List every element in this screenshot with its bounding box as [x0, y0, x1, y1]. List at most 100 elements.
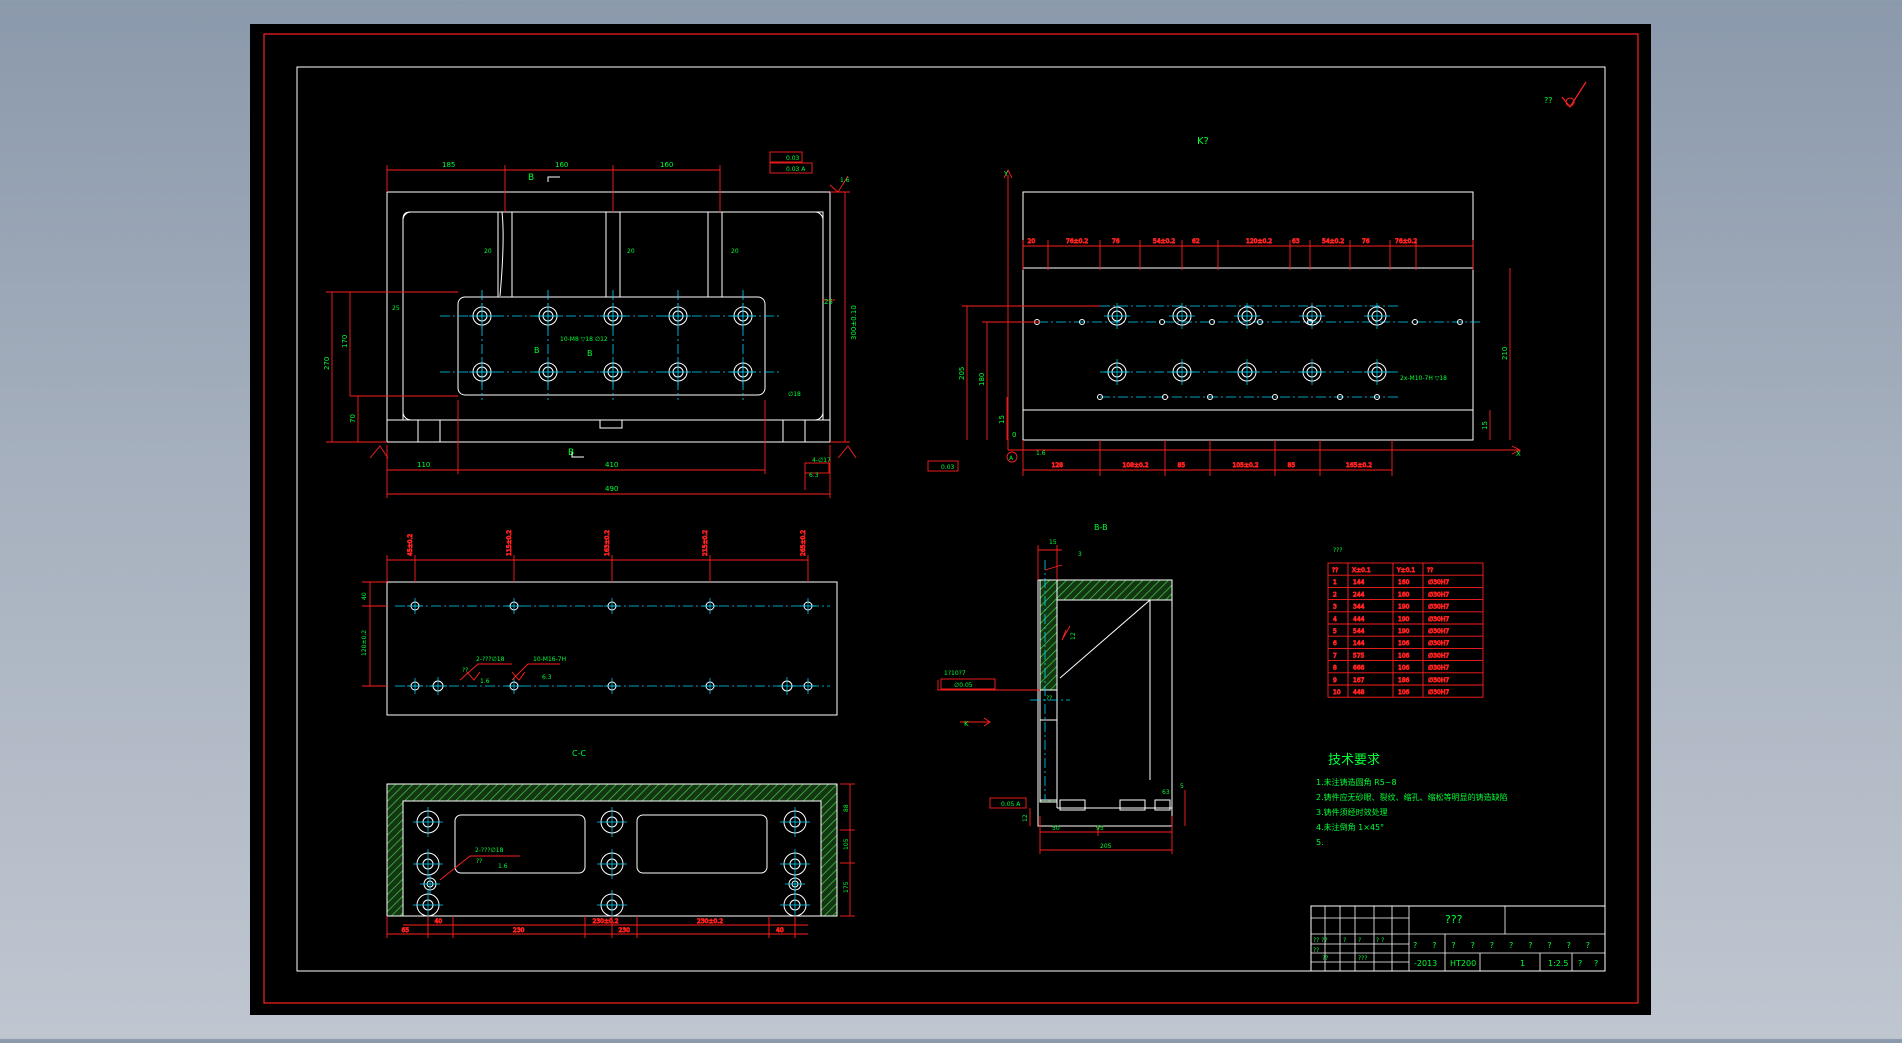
hole-view-note-1: 2-???∅18 [476, 656, 505, 663]
title-row-cell-3: ? [1451, 941, 1455, 950]
front-dim-small-1: 20 [484, 248, 492, 255]
tech-note-1: 1.未注铸造圆角 R5~8 [1316, 777, 1397, 787]
front-dim-top-3: 160 [660, 161, 673, 169]
k-view-label: K? [1197, 136, 1209, 147]
k-dim-left-1: 205 [958, 367, 966, 380]
k-small-hole-8 [1457, 319, 1463, 325]
title-left-7: ??? [1358, 955, 1368, 962]
front-misc-2: ∅18 [788, 391, 801, 398]
cc-hole-small-1 [420, 874, 440, 894]
k-dim-bottom-3: 85 [1178, 462, 1186, 469]
section-b-b-label: B-B [1094, 523, 1108, 532]
k-small-hole-2 [1079, 319, 1085, 325]
k-bottom-hole-1 [1097, 394, 1103, 400]
title-qty: 1 [1520, 959, 1525, 968]
title-row-cell-8: ? [1547, 941, 1551, 950]
hole-table-cell-4-3: 190 [1398, 616, 1410, 623]
k-small-hole-6 [1307, 319, 1313, 325]
cc-dim-right-1: 88 [843, 804, 850, 812]
k-dim-top-5: 62 [1192, 238, 1200, 245]
bb-value-1: 12 [1070, 632, 1077, 640]
roughness-corner-text: ?? [1544, 96, 1553, 105]
cc-value-2: 1.6 [498, 863, 508, 870]
title-block[interactable]: ??? ?????????? ?? ?? ? ? ?? ? ? ?? ??? -… [1310, 905, 1606, 972]
front-tol-2: 0.03 A [786, 166, 806, 173]
hole-table-cell-3-3: 190 [1398, 604, 1410, 611]
bb-dim-bottom-3: 205 [1100, 843, 1112, 850]
front-dim-bottom-1: 110 [417, 461, 430, 469]
k-dim-top-6: 120±0.2 [1246, 238, 1272, 245]
hv-hole-bottom-2 [506, 678, 522, 694]
front-hole-group [469, 303, 756, 385]
cc-hole-1 [413, 807, 443, 837]
title-material: HT200 [1450, 959, 1476, 968]
hole-table-cell-3-1: 3 [1333, 604, 1337, 611]
front-hole-upper-3 [600, 303, 626, 329]
k-dim-bottom-1: 128 [1052, 462, 1064, 469]
hole-table-cell-8-2: 666 [1353, 665, 1365, 672]
k-hole-upper-1 [1104, 303, 1130, 329]
hole-table-cell-8-1: 8 [1333, 665, 1337, 672]
bb-dim-right-1: 63 [1162, 789, 1170, 796]
k-dim-top-10: 76±0.2 [1395, 238, 1417, 245]
hole-table-cell-2-3: 160 [1398, 591, 1410, 598]
hv-hole-top-2 [506, 598, 522, 614]
title-row-cell-2: ? [1432, 941, 1436, 950]
k-dim-right-2: 15 [1481, 421, 1489, 430]
k-dim-left-2: 180 [978, 373, 986, 386]
front-tol-1: 0.03 [786, 155, 800, 162]
hole-view-dim-top-2: 115±0.2 [506, 530, 513, 556]
hole-table-cell-2-1: 2 [1333, 591, 1337, 598]
title-left-2: ? [1343, 937, 1346, 944]
bb-dim-right-2: 5 [1180, 783, 1184, 790]
k-hole-note: 2x-M10-7H ▽18 [1400, 375, 1447, 382]
title-block-name: ??? [1445, 913, 1463, 926]
k-hole-group [1034, 303, 1463, 400]
hole-table-header-4: ?? [1427, 567, 1433, 574]
cc-dim-bottom-4: 230±0.2 [593, 918, 619, 925]
title-row-cell-9: ? [1567, 941, 1571, 950]
hole-view-value-2: 1.6 [480, 678, 490, 685]
cc-value-1: ?? [476, 858, 482, 865]
cc-hole-4 [597, 807, 627, 837]
hole-view-dim-top-1: 45±0.2 [407, 534, 414, 556]
title-left-4: ?? [1313, 947, 1319, 954]
hole-table-cell-3-2: 344 [1353, 604, 1365, 611]
tech-note-2: 2.铸件应无砂眼、裂纹、缩孔、缩松等明显的铸造缺陷 [1316, 792, 1508, 802]
title-scale: 1:2.5 [1548, 959, 1569, 968]
bb-dim-top-2: 3 [1078, 551, 1082, 558]
hole-table-cell-9-4: ∅30H7 [1428, 677, 1449, 684]
cc-hole-2 [413, 849, 443, 879]
front-hole-upper-4 [665, 303, 691, 329]
title-row-cell-6: ? [1509, 941, 1513, 950]
tech-note-4: 4.未注倒角 1×45° [1316, 822, 1384, 832]
section-b-b[interactable]: B-B [937, 523, 1186, 854]
front-view[interactable]: 185 160 160 110 410 490 270 170 70 300±0… [323, 151, 858, 498]
cc-dim-right-3: 175 [843, 881, 850, 893]
cc-dim-bottom-1: 65 [402, 927, 410, 934]
front-dim-bottom-3: 490 [605, 485, 618, 493]
front-hole-lower-5 [730, 359, 756, 385]
k-axis-x: X [1516, 450, 1521, 458]
front-dim-right-2: 25 [824, 298, 833, 306]
hv-hole-bottom-5 [800, 678, 816, 694]
title-left-3: ? [1358, 937, 1361, 944]
hole-table-cell-8-4: ∅30H7 [1428, 665, 1449, 672]
k-dim-left-4: 0 [1012, 431, 1016, 439]
section-mark-b-inner-2: B [587, 349, 593, 358]
k-dim-bottom-5: 85 [1288, 462, 1296, 469]
title-sheet-1: ? [1578, 959, 1582, 968]
hole-table-cell-5-2: 544 [1353, 628, 1365, 635]
front-hole-upper-5 [730, 303, 756, 329]
k-dim-bottom-4: 105±0.2 [1233, 462, 1259, 469]
front-dim-top-2: 160 [555, 161, 568, 169]
k-dim-top-7: 63 [1292, 238, 1300, 245]
hole-table-cell-7-3: 106 [1398, 652, 1410, 659]
hole-table-cell-4-2: 444 [1353, 616, 1365, 623]
